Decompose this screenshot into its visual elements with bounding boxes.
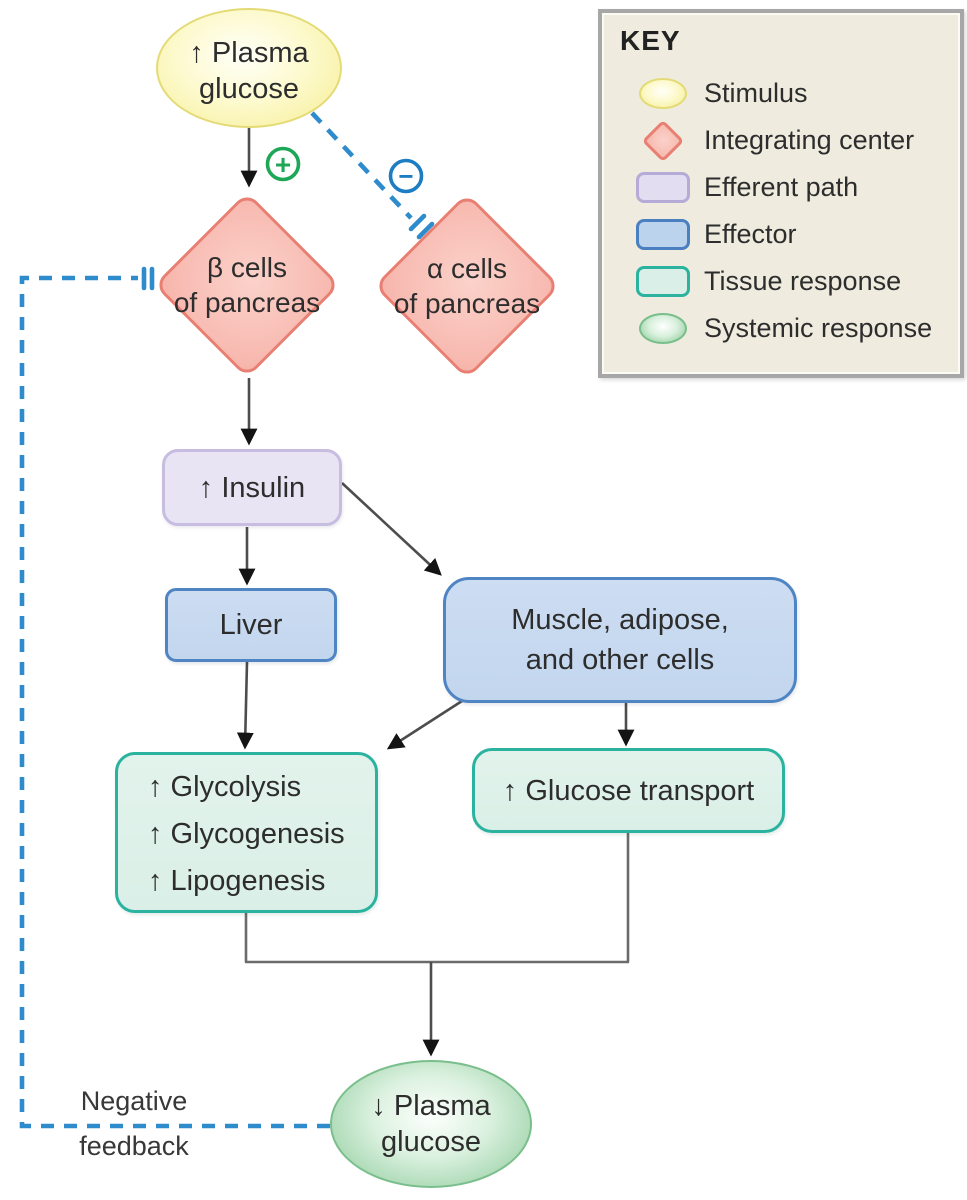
key-row-systemic-response: Systemic response bbox=[630, 305, 950, 352]
arrow-insulin-to-muscle bbox=[341, 482, 442, 576]
negative-feedback-line-2: feedback bbox=[79, 1131, 189, 1161]
key-label-integrating-center: Integrating center bbox=[704, 125, 915, 155]
liver-node: Liver bbox=[165, 588, 337, 662]
arrow-muscle-to-liver-response bbox=[386, 699, 463, 750]
liver-label: Liver bbox=[219, 609, 283, 641]
alpha-cells-line-1: α cells bbox=[427, 253, 507, 284]
key-row-integrating-center: Integrating center bbox=[630, 117, 950, 164]
plus-sign-icon: + bbox=[265, 146, 301, 182]
liver-response-line-2: ↑ Glycogenesis bbox=[148, 818, 345, 850]
minus-sign-icon: − bbox=[388, 158, 424, 194]
dashed-negative-feedback-path bbox=[19, 275, 330, 1129]
plus-sign-glyph: + bbox=[275, 149, 291, 180]
inhibition-bar-alpha-1 bbox=[408, 213, 427, 232]
systemic-line-1: ↓ Plasma bbox=[371, 1090, 491, 1122]
key-title: KEY bbox=[620, 25, 681, 56]
key-label-systemic-response: Systemic response bbox=[704, 313, 933, 343]
key-items: Stimulus Integrating center Efferent pat… bbox=[630, 70, 950, 352]
effector-swatch-icon bbox=[636, 219, 690, 250]
minus-sign-glyph: − bbox=[398, 161, 413, 191]
key-label-efferent-path: Efferent path bbox=[704, 172, 859, 202]
systemic-plasma-glucose-node: ↓ Plasma glucose bbox=[330, 1060, 532, 1188]
negative-feedback-label: Negative feedback bbox=[58, 1079, 210, 1169]
key-label-stimulus: Stimulus bbox=[704, 78, 808, 108]
alpha-cells-line-2: of pancreas bbox=[393, 288, 541, 319]
muscle-adipose-node: Muscle, adipose, and other cells bbox=[443, 577, 797, 703]
stimulus-line-1: ↑ Plasma bbox=[189, 37, 309, 69]
beta-cells-line-1: β cells bbox=[207, 252, 287, 283]
key-label-effector: Effector bbox=[704, 219, 797, 249]
key-row-effector: Effector bbox=[630, 211, 950, 258]
tissue-response-swatch-icon bbox=[636, 266, 690, 297]
arrow-liver-to-liver-response bbox=[236, 661, 254, 750]
systemic-response-swatch-icon bbox=[639, 313, 687, 344]
key-label-tissue-response: Tissue response bbox=[704, 266, 902, 296]
stimulus-line-2: glucose bbox=[199, 73, 299, 105]
efferent-path-swatch-icon bbox=[636, 172, 690, 203]
key-legend: KEY Stimulus Integrating center Efferent… bbox=[598, 9, 964, 378]
liver-response-line-1: ↑ Glycolysis bbox=[148, 771, 302, 803]
insulin-node: ↑ Insulin bbox=[162, 449, 342, 526]
insulin-label: ↑ Insulin bbox=[198, 471, 306, 504]
liver-response-line-3: ↑ Lipogenesis bbox=[148, 865, 326, 897]
key-row-tissue-response: Tissue response bbox=[630, 258, 950, 305]
muscle-line-2: and other cells bbox=[525, 644, 715, 676]
glucose-transport-label: ↑ Glucose transport bbox=[502, 774, 755, 807]
systemic-line-2: glucose bbox=[381, 1126, 481, 1158]
inhibition-bar-alpha-2 bbox=[416, 221, 435, 240]
liver-response-node: ↑ Glycolysis ↑ Glycogenesis ↑ Lipogenesi… bbox=[115, 752, 378, 913]
key-row-stimulus: Stimulus bbox=[630, 70, 950, 117]
alpha-cells-label: α cells of pancreas bbox=[372, 251, 562, 321]
beta-cells-line-2: of pancreas bbox=[173, 287, 321, 318]
muscle-line-1: Muscle, adipose, bbox=[511, 604, 729, 636]
key-row-efferent-path: Efferent path bbox=[630, 164, 950, 211]
stimulus-plasma-glucose-node: ↑ Plasma glucose bbox=[156, 8, 342, 128]
glucose-transport-node: ↑ Glucose transport bbox=[472, 748, 785, 833]
stimulus-swatch-icon bbox=[639, 78, 687, 109]
integrating-center-swatch-icon bbox=[641, 119, 685, 162]
dashed-stimulus-to-alpha-cells bbox=[310, 111, 413, 220]
beta-cells-label: β cells of pancreas bbox=[152, 250, 342, 320]
negative-feedback-line-1: Negative bbox=[80, 1086, 188, 1116]
